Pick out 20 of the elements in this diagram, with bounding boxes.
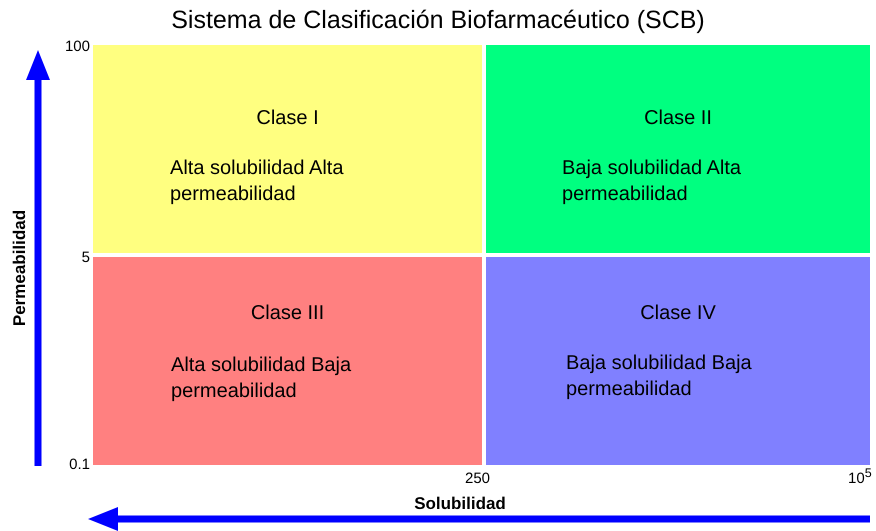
chart-title: Sistema de Clasificación Biofarmacéutico (SCB) [170,6,706,35]
class-description: Baja solubilidad Baja permeabilidad [566,351,753,402]
tick-label: 0.1 [68,456,90,473]
tick-label: 10$^{5}$ [848,466,872,487]
axis-title: Solubilidad [413,494,507,514]
class-heading: Clase IV [639,302,717,325]
class-heading: Clase I [255,107,320,130]
quadrant-panel [93,45,482,253]
class-heading: Clase III [250,302,326,325]
class-description: Alta solubilidad Alta permeabilidad [170,156,344,207]
class-heading: Clase II [643,107,713,130]
tick-label: 5 [80,249,90,266]
quadrant-panel [93,257,482,465]
tick-label: 100 [64,38,90,55]
quadrant-panel [486,257,870,465]
tick-label: 250 [465,470,490,487]
axis-title: Permeabilidad [10,208,30,328]
quadrant-panel [486,45,870,253]
class-description: Alta solubilidad Baja permeabilidad [171,353,352,404]
class-description: Baja solubilidad Alta permeabilidad [562,156,742,207]
